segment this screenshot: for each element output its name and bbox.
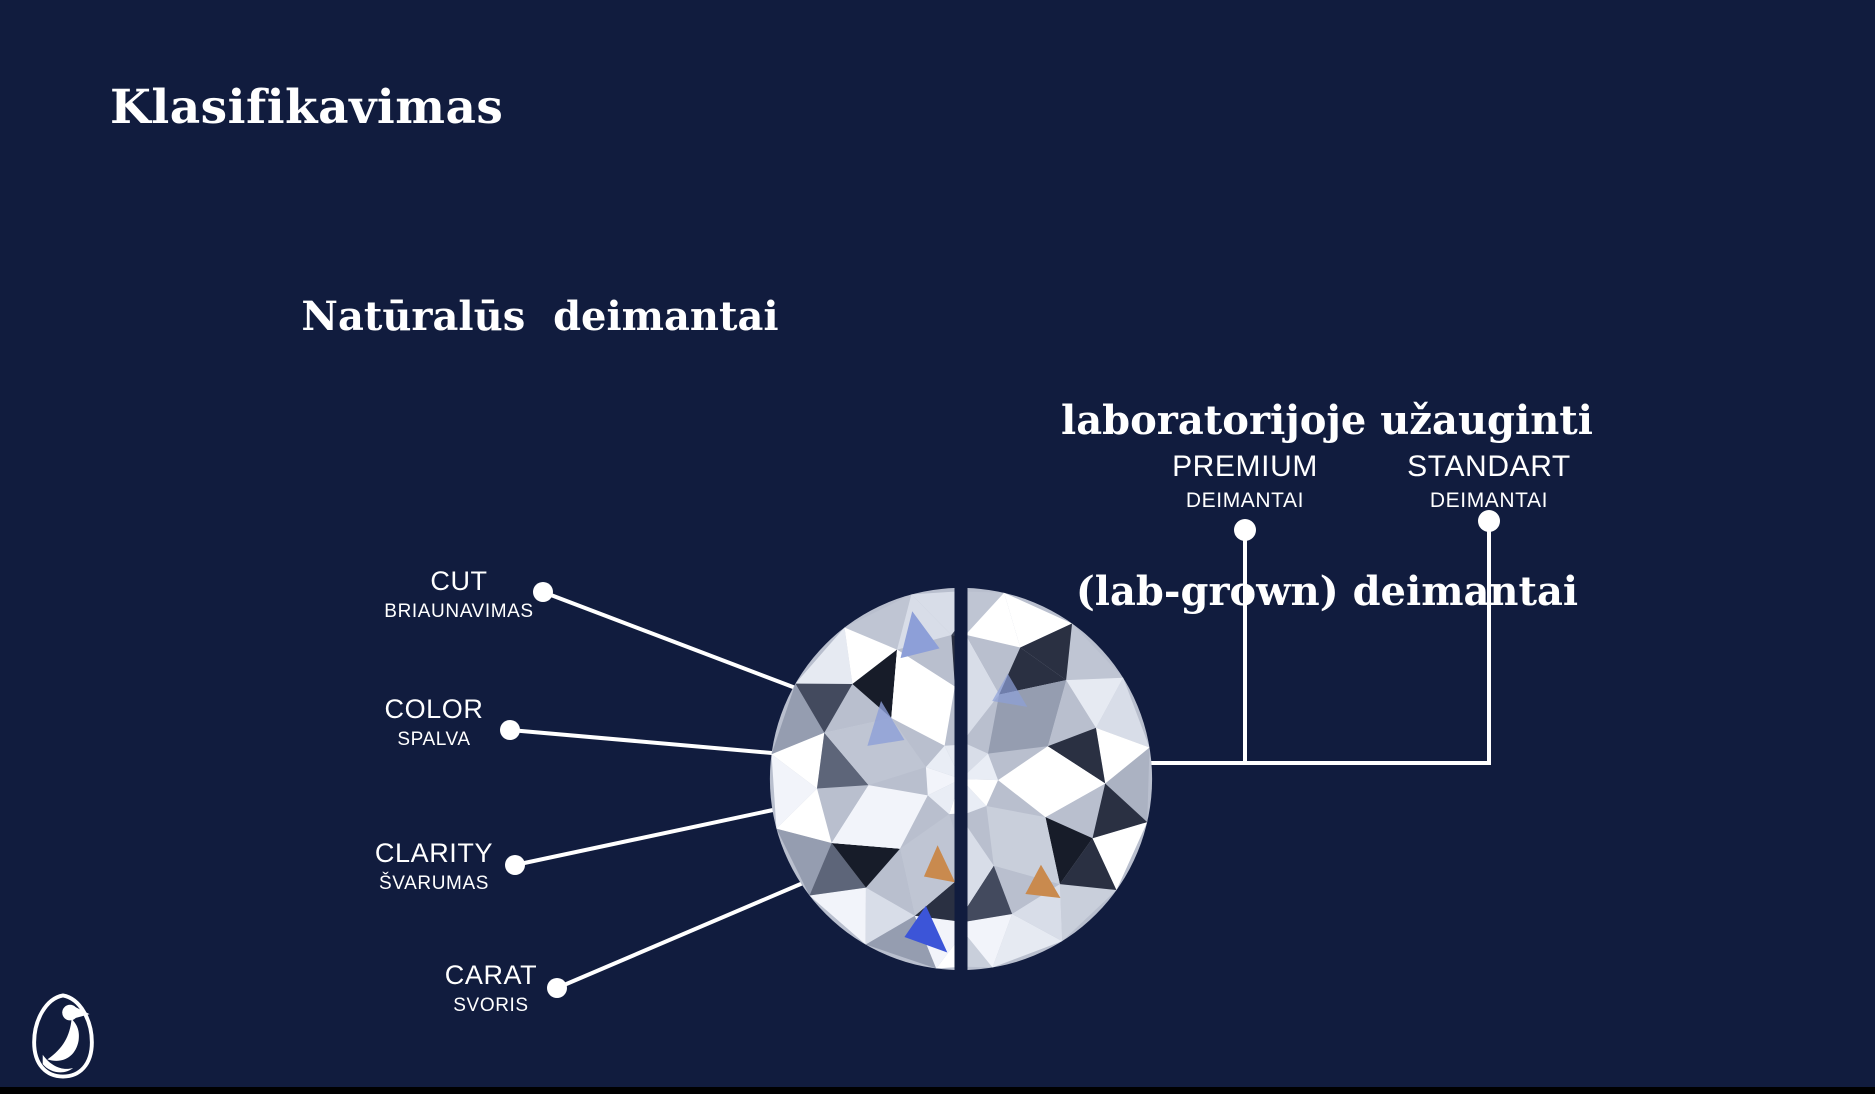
label-color-title: COLOR xyxy=(384,694,484,724)
label-clarity-title: CLARITY xyxy=(374,838,494,868)
label-color-subtitle: SPALVA xyxy=(397,729,471,751)
label-carat-subtitle: SVORIS xyxy=(453,995,529,1017)
label-clarity-subtitle: ŠVARUMAS xyxy=(378,873,490,895)
labgrown-heading-line1: laboratorijoje užauginti xyxy=(1061,397,1593,444)
label-standart-title: STANDART xyxy=(1407,450,1571,483)
label-carat: CARAT SVORIS xyxy=(445,960,538,1017)
color-line xyxy=(508,728,774,755)
label-carat-title: CARAT xyxy=(444,960,538,990)
label-cut: CUT BRIAUNAVIMAS xyxy=(384,566,533,623)
color-dot xyxy=(500,720,520,740)
page-title: Klasifikavimas xyxy=(110,80,504,135)
label-clarity: CLARITY ŠVARUMAS xyxy=(375,838,493,895)
cut-line xyxy=(541,590,795,689)
cut-dot xyxy=(533,582,553,602)
clarity-line xyxy=(513,808,775,867)
label-cut-subtitle: BRIAUNAVIMAS xyxy=(384,601,534,623)
natural-diamonds-heading: Natūralūs deimantai xyxy=(301,293,779,340)
label-cut-title: CUT xyxy=(430,566,488,596)
bird-egg-logo-icon xyxy=(32,993,94,1079)
label-standart-subtitle: DEIMANTAI xyxy=(1429,488,1549,512)
label-premium: PREMIUM DEIMANTAI xyxy=(1172,450,1318,513)
bottom-bar xyxy=(0,1087,1875,1094)
label-color: COLOR SPALVA xyxy=(384,694,483,751)
label-standart: STANDART DEIMANTAI xyxy=(1407,450,1571,513)
label-premium-title: PREMIUM xyxy=(1172,450,1318,483)
split-diamond-image xyxy=(769,588,1153,970)
label-premium-subtitle: DEIMANTAI xyxy=(1185,488,1305,512)
clarity-dot xyxy=(505,855,525,875)
carat-dot xyxy=(547,978,567,998)
